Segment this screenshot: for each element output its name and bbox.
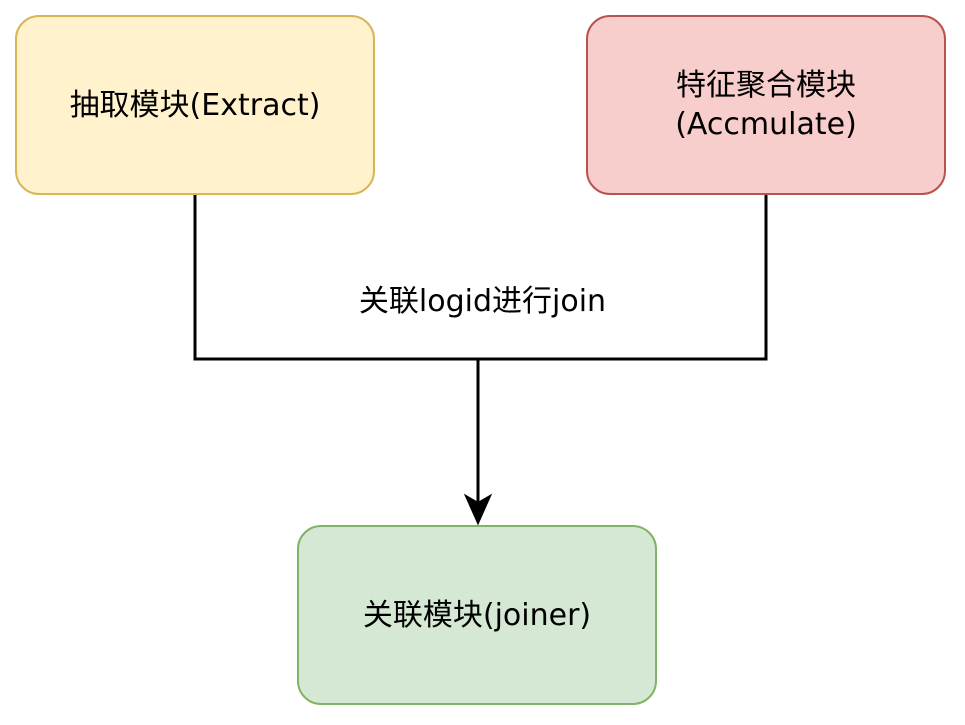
accumulate-module-label: 特征聚合模块 (Accmulate): [675, 66, 857, 144]
join-edge-label: 关联logid进行join: [358, 284, 607, 319]
extract-module-box[interactable]: 抽取模块(Extract): [15, 15, 375, 195]
join-line: [193, 195, 768, 361]
extract-module-label: 抽取模块(Extract): [69, 87, 321, 123]
joiner-module-box[interactable]: 关联模块(joiner): [297, 525, 657, 705]
join-arrowhead-icon: [463, 493, 493, 526]
accumulate-module-label-line1: 特征聚合模块: [675, 68, 856, 103]
joiner-module-label: 关联模块(joiner): [362, 597, 592, 633]
accumulate-module-box[interactable]: 特征聚合模块 (Accmulate): [586, 15, 946, 195]
accumulate-module-label-line2: (Accmulate): [675, 107, 857, 142]
